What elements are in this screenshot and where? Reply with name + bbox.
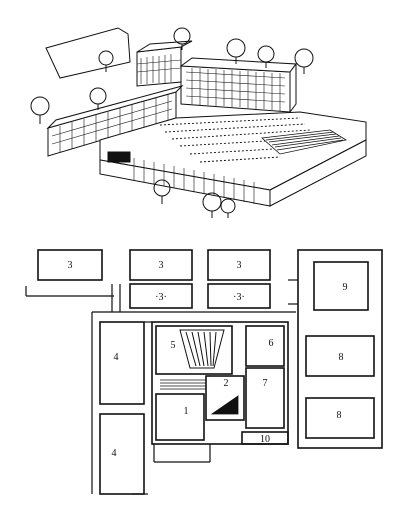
tree bbox=[220, 198, 236, 218]
room-5 bbox=[155, 325, 233, 375]
room-7 bbox=[245, 367, 285, 429]
room-3-e bbox=[207, 283, 271, 309]
aerial-perspective bbox=[30, 27, 367, 218]
label-room-8-a: 8 bbox=[339, 352, 344, 363]
building-right-outline bbox=[297, 249, 383, 449]
label-room-6: 6 bbox=[269, 338, 274, 349]
room-6 bbox=[245, 325, 285, 367]
room-1 bbox=[155, 393, 205, 441]
label-room-3-e: ·3· bbox=[233, 292, 245, 303]
site-outline bbox=[45, 27, 131, 79]
label-room-4-a: 4 bbox=[114, 352, 119, 363]
label-room-3-d: ·3· bbox=[155, 292, 167, 303]
tree bbox=[226, 38, 246, 64]
room-3-b bbox=[129, 249, 193, 281]
corridors bbox=[25, 279, 298, 495]
label-room-2: 2 bbox=[224, 378, 229, 389]
tree bbox=[153, 179, 171, 204]
room-8-b bbox=[305, 397, 375, 439]
tree bbox=[257, 45, 275, 68]
room-4-b bbox=[99, 413, 145, 495]
label-room-3-c: 3 bbox=[237, 260, 242, 271]
room-3-d bbox=[129, 283, 193, 309]
label-room-4-b: 4 bbox=[112, 448, 117, 459]
roof-hatch bbox=[261, 129, 348, 155]
label-room-3-a: 3 bbox=[68, 260, 73, 271]
main-long-block bbox=[179, 57, 297, 114]
label-room-8-b: 8 bbox=[337, 410, 342, 421]
room-3-a bbox=[37, 249, 103, 281]
tree bbox=[89, 87, 107, 110]
tree bbox=[30, 96, 50, 124]
label-room-5: 5 bbox=[171, 340, 176, 351]
tree bbox=[202, 192, 222, 218]
label-room-10: 10 bbox=[260, 434, 270, 445]
floor-plan bbox=[25, 249, 383, 495]
room-2 bbox=[205, 375, 245, 421]
tree bbox=[173, 27, 191, 50]
label-room-1: 1 bbox=[184, 406, 189, 417]
tree bbox=[294, 48, 314, 74]
left-wing bbox=[46, 85, 184, 157]
podium-facade bbox=[99, 139, 367, 207]
room-4-a bbox=[99, 321, 145, 405]
stair-hatching bbox=[160, 379, 239, 415]
room-labels: 3 3 3 ·3· ·3· 9 4 5 6 8 2 7 1 8 4 10 bbox=[68, 260, 348, 459]
podium-roof bbox=[99, 111, 367, 191]
label-room-9: 9 bbox=[343, 282, 348, 293]
back-tall-block bbox=[136, 40, 193, 87]
trees bbox=[30, 27, 314, 218]
label-room-3-b: 3 bbox=[159, 260, 164, 271]
central-block-outline bbox=[151, 321, 289, 445]
room-10 bbox=[241, 431, 289, 445]
room-9 bbox=[313, 261, 369, 311]
room-3-c bbox=[207, 249, 271, 281]
tree bbox=[98, 50, 114, 72]
auditorium-seating bbox=[179, 329, 225, 369]
room-8-a bbox=[305, 335, 375, 377]
label-room-7: 7 bbox=[263, 378, 268, 389]
